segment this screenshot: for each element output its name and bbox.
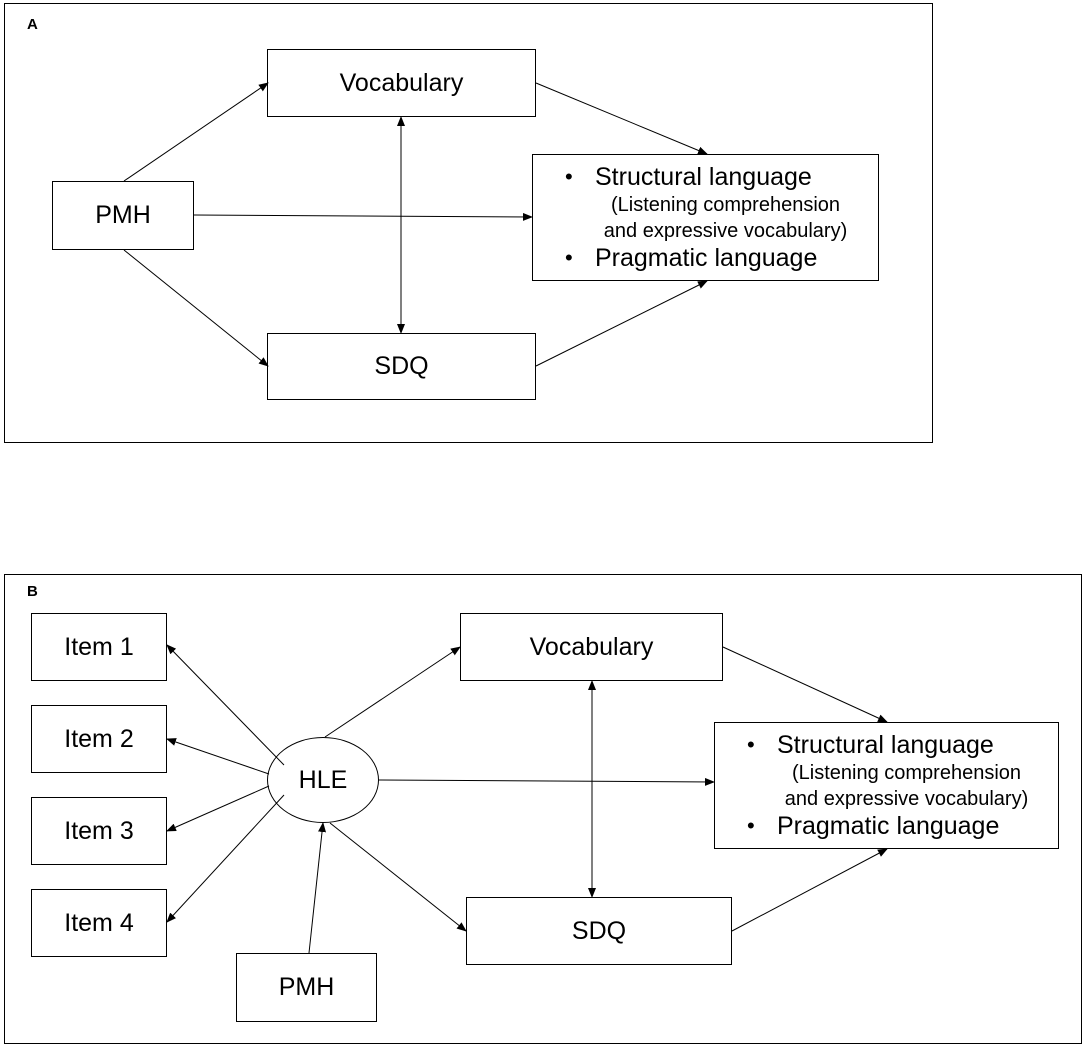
- arrow-vocabulary-to-outcome: [535, 82, 708, 155]
- arrow-hle-to-vocabulary: [324, 646, 461, 738]
- item-2-label: Item 2: [64, 724, 134, 753]
- outcome-bullet-structural: • Structural language: [541, 163, 870, 192]
- panel-b-sdq-node: SDQ: [466, 897, 732, 965]
- arrow-hle-to-item-4: [166, 794, 285, 923]
- arrow-sdq-to-outcome: [731, 848, 888, 932]
- panel-label-a: A: [27, 16, 38, 33]
- arrow-pmh-to-vocabulary: [123, 82, 269, 182]
- pragmatic-language-label: Pragmatic language: [777, 811, 1000, 840]
- arrow-hle-to-item-3: [166, 785, 270, 832]
- panel-b-item-4-node: Item 4: [31, 889, 167, 957]
- arrow-hle-to-outcome: [378, 777, 715, 786]
- outcome-subtext-1: (Listening comprehension: [791, 761, 1022, 784]
- bullet-dot: •: [565, 245, 573, 270]
- arrow-hle-to-sdq: [329, 822, 467, 932]
- outcome-subtext-1: (Listening comprehension: [610, 193, 841, 216]
- item-4-label: Item 4: [64, 908, 134, 937]
- arrow-pmh-to-sdq: [123, 249, 269, 367]
- hle-label: HLE: [298, 765, 348, 794]
- vocabulary-label: Vocabulary: [529, 632, 654, 661]
- arrow-pmh-to-hle: [308, 822, 327, 954]
- structural-language-label: Structural language: [777, 730, 994, 759]
- arrow-hle-to-item-2: [166, 738, 270, 775]
- bullet-dot: •: [747, 813, 755, 838]
- arrow-pmh-to-outcome: [193, 212, 533, 221]
- outcome-bullet-pragmatic: • Pragmatic language: [723, 812, 1050, 841]
- item-3-label: Item 3: [64, 816, 134, 845]
- pragmatic-language-label: Pragmatic language: [595, 243, 818, 272]
- structural-language-label: Structural language: [595, 162, 812, 191]
- panel-b-outcome-node: • Structural language (Listening compreh…: [714, 722, 1059, 849]
- outcome-subtext-2: and expressive vocabulary): [784, 787, 1029, 810]
- vocabulary-label: Vocabulary: [339, 68, 464, 97]
- panel-label-b: B: [27, 583, 38, 600]
- panel-a-pmh-node: PMH: [52, 181, 194, 250]
- panel-a-outcome-node: • Structural language (Listening compreh…: [532, 154, 879, 281]
- pmh-label: PMH: [278, 973, 335, 1001]
- panel-b-item-1-node: Item 1: [31, 613, 167, 681]
- pmh-label: PMH: [95, 201, 151, 229]
- panel-b-hle-node: HLE: [267, 737, 379, 823]
- outcome-subtext-2: and expressive vocabulary): [603, 219, 848, 242]
- panel-b-item-3-node: Item 3: [31, 797, 167, 865]
- arrow-vocabulary-to-outcome: [722, 646, 888, 723]
- bullet-dot: •: [747, 732, 755, 757]
- arrow-hle-to-item-1: [166, 644, 285, 766]
- panel-b-pmh-node: PMH: [236, 953, 377, 1022]
- outcome-bullet-pragmatic: • Pragmatic language: [541, 244, 870, 273]
- outcome-bullet-structural: • Structural language: [723, 731, 1050, 760]
- panel-a-sdq-node: SDQ: [267, 333, 536, 400]
- arrow-sdq-to-outcome: [535, 280, 708, 367]
- panel-b: B: [4, 574, 1082, 1044]
- sdq-label: SDQ: [571, 916, 627, 945]
- item-1-label: Item 1: [64, 632, 134, 661]
- bullet-dot: •: [565, 164, 573, 189]
- panel-a: A: [4, 3, 933, 443]
- sdq-label: SDQ: [374, 352, 429, 380]
